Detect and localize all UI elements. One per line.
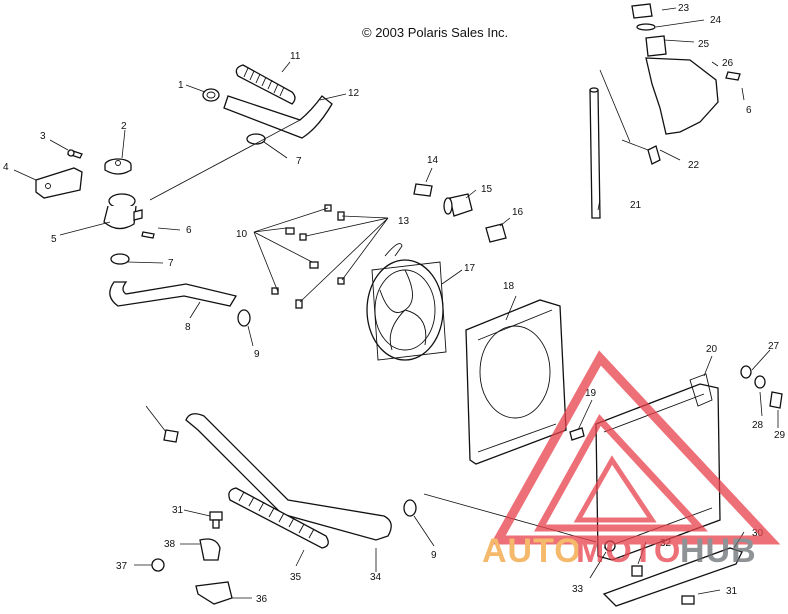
callout-18: 18 (503, 281, 515, 292)
callout-10: 10 (236, 229, 248, 240)
callout-35: 35 (290, 572, 302, 583)
part-22-fitting (647, 145, 661, 165)
callout-4: 4 (3, 162, 9, 173)
callout-31-left: 31 (172, 505, 184, 516)
callout-27: 27 (768, 341, 780, 352)
part-6-screw-right (725, 71, 741, 81)
callout-34: 34 (370, 572, 382, 583)
bolt-unlabeled (163, 429, 179, 443)
callout-23: 23 (678, 3, 690, 14)
callout-5: 5 (51, 234, 57, 245)
part-34-long-hose (185, 413, 392, 541)
watermark-logo: AUTO MOTO HUB (482, 350, 781, 570)
callout-19: 19 (585, 388, 597, 399)
callout-26: 26 (722, 58, 734, 69)
callout-7-lower: 7 (168, 258, 174, 269)
part-4-bracket (35, 167, 83, 199)
callout-36: 36 (256, 594, 268, 605)
part-24-seal (636, 23, 656, 31)
part-32-grommet (631, 565, 643, 577)
callout-7-upper: 7 (296, 156, 302, 167)
part-26-reservoir (645, 57, 719, 135)
part-25-neck (645, 35, 667, 57)
part-14-fitting (413, 183, 433, 197)
part-10-13-fittings (271, 204, 345, 309)
copyright-text: © 2003 Polaris Sales Inc. (362, 25, 508, 40)
watermark-text-hub: HUB (680, 532, 757, 570)
callout-3: 3 (40, 131, 46, 142)
callout-16: 16 (512, 207, 524, 218)
callout-37: 37 (116, 561, 128, 572)
watermark-text-moto: MOTO (576, 532, 681, 570)
part-9-clamp-upper (237, 309, 251, 327)
part-7-clamp-upper (246, 133, 266, 145)
part-9-clamp-lower (403, 499, 417, 517)
callout-21: 21 (630, 200, 642, 211)
part-29-bolt (769, 391, 783, 409)
callout-29: 29 (774, 430, 786, 441)
part-28-washer (754, 375, 766, 389)
callout-31-right: 31 (726, 586, 738, 597)
part-16-plug (485, 223, 507, 243)
part-31-bolt-left (209, 511, 223, 529)
part-37-nut (151, 558, 165, 572)
part-5-filler-neck (103, 193, 143, 230)
callout-1: 1 (178, 80, 184, 91)
callout-6-right: 6 (746, 105, 752, 116)
callout-33: 33 (572, 584, 584, 595)
callout-17: 17 (464, 263, 476, 274)
callout-25: 25 (698, 39, 710, 50)
callout-11: 11 (290, 51, 301, 62)
part-18-shroud (465, 299, 567, 465)
part-1-clamp (202, 88, 220, 102)
part-27-washer (740, 365, 752, 379)
part-17-fan (366, 243, 447, 361)
part-15-sensor (443, 193, 473, 217)
part-23-cap (631, 3, 653, 19)
part-31-bolt-right (681, 595, 695, 605)
callout-15: 15 (481, 184, 493, 195)
callout-20: 20 (706, 344, 718, 355)
callout-13: 13 (398, 216, 410, 227)
part-6-screw-left (141, 231, 155, 239)
part-30-bracket (602, 547, 743, 607)
callout-38: 38 (164, 539, 176, 550)
part-21-tube (589, 87, 601, 219)
callout-8: 8 (185, 322, 191, 333)
callout-24: 24 (710, 15, 722, 26)
part-38-clip (199, 538, 221, 561)
callout-2: 2 (121, 121, 127, 132)
callout-28: 28 (752, 420, 764, 431)
part-8-hose (109, 281, 238, 307)
part-2-cap (104, 158, 132, 175)
part-36-bracket (195, 581, 233, 605)
watermark-text-auto: AUTO (482, 532, 582, 570)
part-12-upper-hose (223, 95, 333, 139)
callout-6-left: 6 (186, 225, 192, 236)
callout-9-upper: 9 (254, 349, 260, 360)
part-35-corrugated-hose (228, 487, 329, 549)
part-3-screw (67, 149, 83, 159)
callout-22: 22 (688, 160, 700, 171)
callout-14: 14 (427, 155, 439, 166)
part-11-corrugated-hose (235, 64, 296, 105)
part-19-sensor (569, 427, 585, 441)
part-7-clamp-lower (110, 253, 130, 265)
callout-9-lower: 9 (431, 550, 437, 561)
callout-12: 12 (348, 88, 360, 99)
